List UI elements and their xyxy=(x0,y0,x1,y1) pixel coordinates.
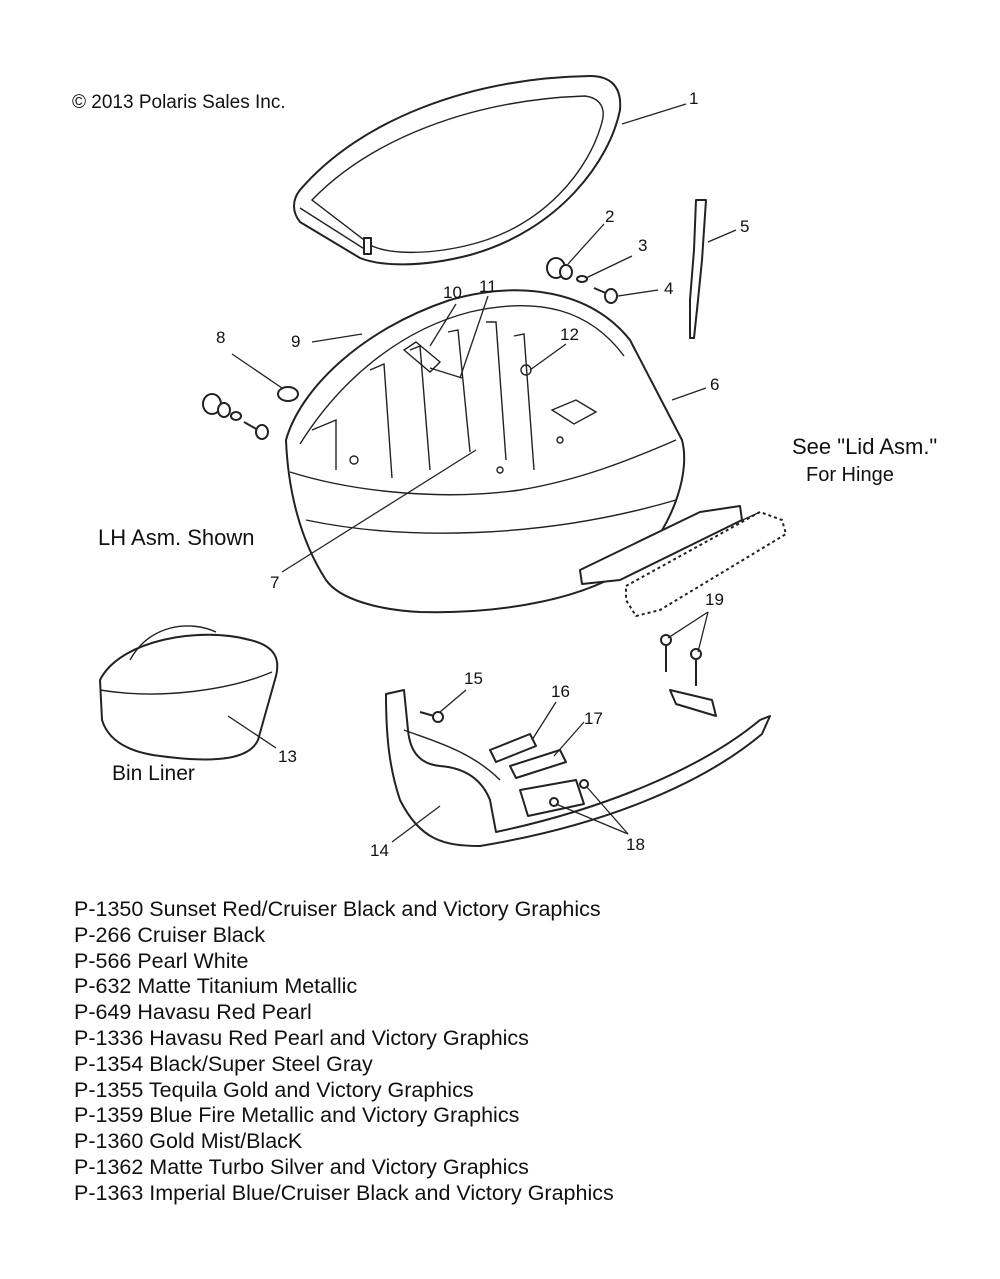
callout-15: 15 xyxy=(464,669,483,688)
pin-part xyxy=(363,237,372,255)
callout-4: 4 xyxy=(664,279,673,298)
callout-3: 3 xyxy=(638,236,647,255)
callout-13: 13 xyxy=(278,747,297,766)
color-code-item: P-1363 Imperial Blue/Cruiser Black and V… xyxy=(74,1180,614,1205)
color-code-item: P-1354 Black/Super Steel Gray xyxy=(74,1051,373,1076)
color-code-item: P-1355 Tequila Gold and Victory Graphics xyxy=(74,1077,474,1102)
callout-1: 1 xyxy=(689,89,698,108)
leader-lines xyxy=(227,103,761,843)
assembly-shown-label: LH Asm. Shown xyxy=(98,525,255,550)
callout-5: 5 xyxy=(740,217,749,236)
trim-strip-part xyxy=(689,199,707,339)
callout-numbers: 1 2 3 4 5 6 7 8 9 10 11 12 13 14 15 16 1… xyxy=(216,89,749,860)
callout-7: 7 xyxy=(270,573,279,592)
color-code-item: P-1362 Matte Turbo Silver and Victory Gr… xyxy=(74,1154,529,1179)
callout-8: 8 xyxy=(216,328,225,347)
callout-12: 12 xyxy=(560,325,579,344)
for-hinge-label: For Hinge xyxy=(806,464,894,486)
callout-16: 16 xyxy=(551,682,570,701)
exploded-parts-diagram: © 2013 Polaris Sales Inc. xyxy=(72,75,937,860)
color-code-item: P-649 Havasu Red Pearl xyxy=(74,1000,312,1025)
hinge-reference-part xyxy=(579,505,787,617)
guard-bracket-part xyxy=(385,689,771,847)
bin-liner-part xyxy=(99,625,279,761)
color-code-item: P-1350 Sunset Red/Cruiser Black and Vict… xyxy=(74,897,601,921)
lid-part xyxy=(293,75,622,266)
small-hardware-part xyxy=(419,634,702,807)
callout-17: 17 xyxy=(584,709,603,728)
callout-11: 11 xyxy=(479,277,497,296)
color-code-item: P-566 Pearl White xyxy=(74,948,249,973)
color-code-item: P-1359 Blue Fire Metallic and Victory Gr… xyxy=(74,1103,520,1128)
lid-asm-reference-label: See "Lid Asm." xyxy=(792,434,937,459)
callout-14: 14 xyxy=(370,841,389,860)
bin-liner-label: Bin Liner xyxy=(112,762,195,785)
color-code-item: P-632 Matte Titanium Metallic xyxy=(74,974,358,999)
callout-6: 6 xyxy=(710,375,719,394)
callout-2: 2 xyxy=(605,207,614,226)
callout-18: 18 xyxy=(626,835,645,854)
paint-color-code-list: P-1350 Sunset Red/Cruiser Black and Vict… xyxy=(74,897,614,1207)
callout-9: 9 xyxy=(291,332,300,351)
hardware-right-part xyxy=(546,257,618,304)
inner-bracket-part xyxy=(402,341,463,379)
hardware-left-part xyxy=(202,386,299,440)
color-code-item: P-266 Cruiser Black xyxy=(74,922,266,947)
color-code-item: P-1360 Gold Mist/BlacK xyxy=(74,1129,303,1154)
color-code-item: P-1336 Havasu Red Pearl and Victory Grap… xyxy=(74,1025,529,1050)
callout-19: 19 xyxy=(705,590,724,609)
copyright-text: © 2013 Polaris Sales Inc. xyxy=(72,92,286,113)
callout-10: 10 xyxy=(443,283,462,302)
